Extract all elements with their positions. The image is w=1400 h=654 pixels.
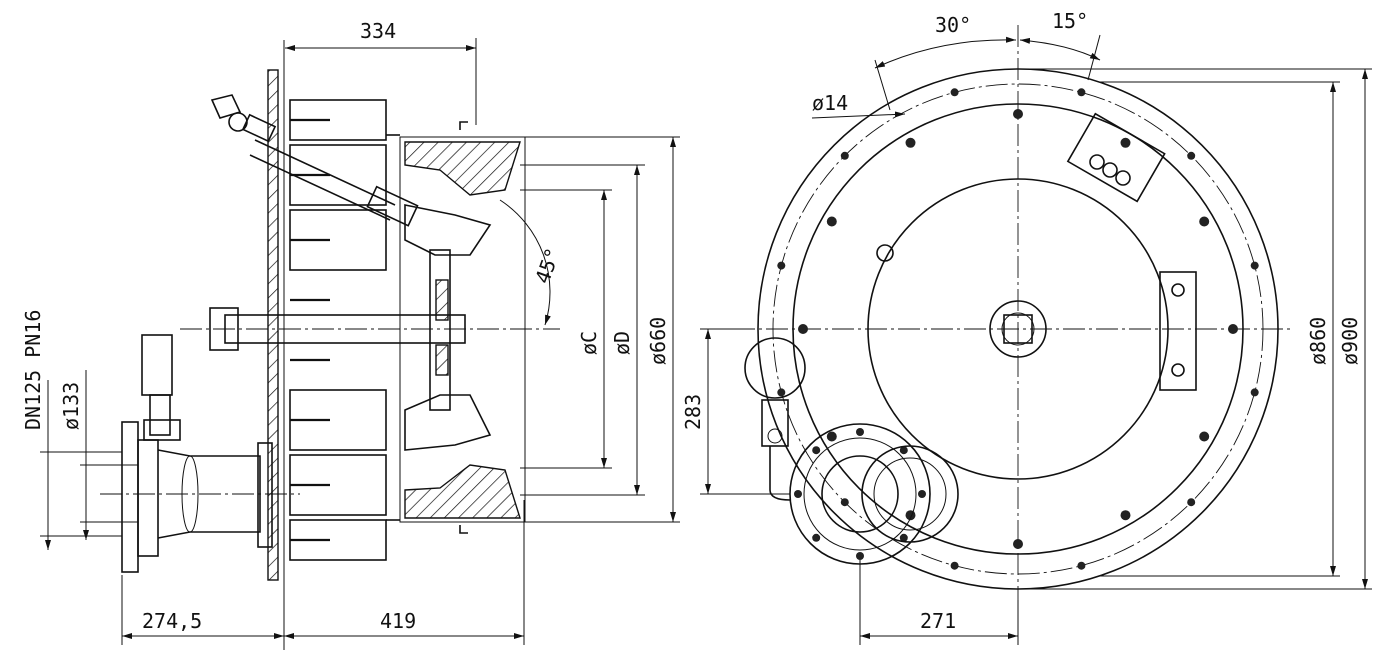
inlet-bolt-hole — [899, 446, 908, 455]
bolt-hole — [1077, 561, 1086, 570]
inlet-bolt-hole — [812, 533, 821, 542]
bolt-hole — [1187, 151, 1196, 160]
inlet-bolt-hole — [899, 533, 908, 542]
bolt-hole — [950, 561, 959, 570]
dim-30-deg: 30° — [935, 13, 971, 37]
bolt-hole — [1187, 498, 1196, 507]
bolt-hole — [1013, 109, 1023, 119]
dim-274-5: 274,5 — [142, 609, 202, 633]
dim-15-deg: 15° — [1052, 9, 1088, 33]
inlet-bolt-hole — [794, 490, 802, 498]
bolt-hole — [1250, 388, 1259, 397]
inlet-bolt-hole — [812, 446, 821, 455]
gas-inlet — [100, 334, 300, 573]
bolt-hole — [840, 498, 849, 507]
bolt-hole — [950, 88, 959, 97]
bolt-hole — [1228, 324, 1238, 334]
dim-14: ø14 — [812, 91, 848, 115]
bolt-hole — [1250, 261, 1259, 270]
dim-271: 271 — [920, 609, 956, 633]
side-view: 334 274,5 419 øC øD ø660 45° DN125 PN16 … — [21, 19, 680, 650]
inlet-bolt-hole — [856, 552, 864, 560]
dim-900: ø900 — [1338, 317, 1362, 365]
dim-133: ø133 — [59, 382, 83, 430]
bolt-hole — [1199, 431, 1210, 442]
bolt-hole — [1120, 510, 1131, 521]
dim-334: 334 — [360, 19, 396, 43]
dim-45-deg: 45° — [530, 245, 565, 287]
pressure-gauge — [744, 337, 806, 501]
dim-dn125-pn16: DN125 PN16 — [21, 310, 45, 430]
dim-660: ø660 — [646, 317, 670, 365]
bolt-hole — [1013, 539, 1023, 549]
dim-oc: øC — [577, 331, 601, 355]
inlet-bolt-hole — [856, 428, 864, 436]
inlet-bolt-hole — [918, 490, 926, 498]
inlet-flange — [789, 423, 959, 565]
ignition-electrode — [210, 94, 419, 227]
bolt-hole — [826, 431, 837, 442]
bolt-hole — [1077, 88, 1086, 97]
bolt-hole — [826, 216, 837, 227]
dim-419: 419 — [380, 609, 416, 633]
inspection-window — [1066, 112, 1166, 203]
bolt-hole — [905, 137, 916, 148]
bolt-hole — [840, 151, 849, 160]
bolt-hole — [1199, 216, 1210, 227]
dim-283: 283 — [681, 394, 705, 430]
dim-860: ø860 — [1306, 317, 1330, 365]
dim-od: øD — [610, 331, 634, 355]
burner-head — [399, 121, 526, 534]
front-view: 30° 15° ø14 ø860 ø900 283 271 — [681, 9, 1372, 645]
center-hub — [989, 300, 1047, 358]
bolt-hole — [798, 324, 808, 334]
bolt-hole — [777, 388, 786, 397]
mounting-plate — [267, 69, 279, 581]
bolt-hole — [1120, 137, 1131, 148]
housing-fins — [289, 99, 400, 561]
bolt-hole — [777, 261, 786, 270]
